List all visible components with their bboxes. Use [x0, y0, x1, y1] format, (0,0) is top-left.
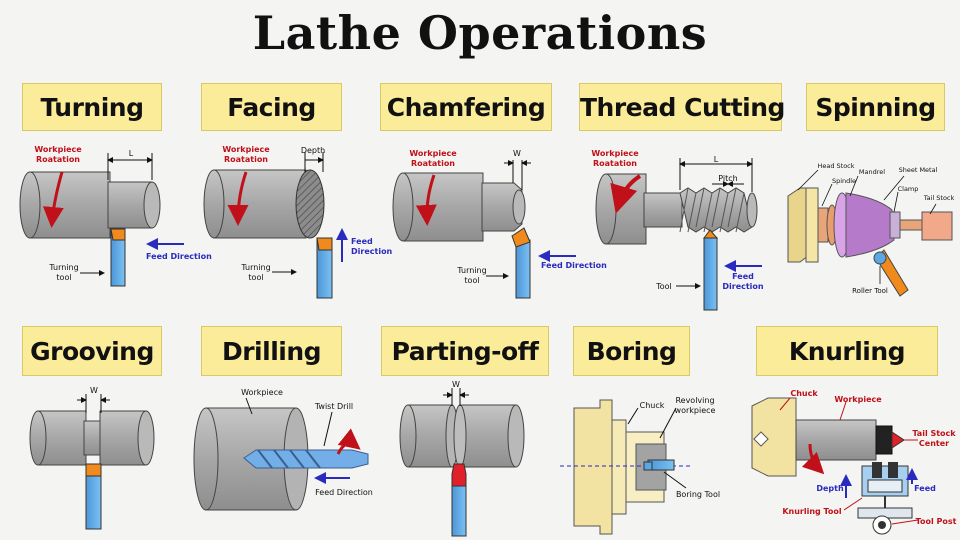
thread-rotation-label: Workpiece [591, 149, 639, 158]
groove [84, 421, 102, 455]
turning-rotation-label: Workpiece [34, 145, 82, 154]
knurling-workpiece-label: Workpiece [834, 395, 882, 404]
turning-length-label: L [129, 149, 134, 158]
drilling-feed-label: Feed Direction [315, 488, 373, 497]
grooving-width-label: W [90, 386, 98, 395]
facing-feed-label-2: Direction [351, 247, 393, 256]
spinning-head-stock-label: Head Stock [817, 162, 854, 170]
knurling-depth-label: Depth [816, 484, 844, 493]
knurling-tail-stock-label: Tail Stock [912, 429, 956, 438]
spinning-diagram: Head Stock Spindle Mandrel Sheet Metal C… [788, 162, 955, 296]
chamfering-rotation-label-2: Roatation [411, 159, 455, 168]
facing-tool-label: Turning [240, 263, 270, 272]
thread-rotation-label-2: Roatation [593, 159, 637, 168]
chamfering-diagram: Workpiece Roatation W Turning tool Feed … [393, 149, 607, 298]
turning-rotation-label-2: Roatation [36, 155, 80, 164]
tail-stock-center [892, 432, 904, 448]
chamfering-tool-label: Turning [456, 266, 486, 275]
clamp [890, 212, 900, 238]
facing-rotation-label: Workpiece [222, 145, 270, 154]
sheet-metal [846, 193, 894, 257]
facing-depth-label: Depth [301, 146, 325, 155]
thread-length-label: L [714, 155, 719, 164]
boring-revolving-label-2: workpiece [675, 406, 716, 415]
spinning-clamp-label: Clamp [898, 185, 919, 193]
turning-tool-label-2: tool [56, 273, 71, 282]
boring-tool-label: Boring Tool [676, 490, 720, 499]
knurling-feed-label: Feed [914, 484, 936, 493]
knurling-diagram: Chuck Workpiece Tail Stock Center Depth … [752, 389, 957, 534]
facing-rotation-label-2: Roatation [224, 155, 268, 164]
drilling-diagram: Workpiece Twist Drill Feed Direction [194, 388, 373, 510]
spinning-roller-label: Roller Tool [852, 287, 888, 295]
boring-chuck [574, 400, 612, 534]
boring-revolving-label: Revolving [675, 396, 714, 405]
turning-feed-label: Feed Direction [146, 252, 212, 261]
head-stock [788, 188, 808, 262]
drilling-drill-label: Twist Drill [314, 402, 353, 411]
knurling-tool-label: Knurling Tool [782, 507, 842, 516]
knurling-tail-stock-label-2: Center [919, 439, 949, 448]
facing-diagram: Workpiece Roatation Depth Turning tool F… [204, 145, 393, 298]
knurling-tool-post-label: Tool Post [916, 517, 957, 526]
spinning-spindle-label: Spindle [832, 177, 856, 185]
grooving-diagram: W [30, 386, 154, 529]
thread-feed-label-2: Direction [722, 282, 764, 291]
twist-drill [244, 450, 368, 468]
boring-diagram: Chuck Revolving workpiece Boring Tool [560, 396, 720, 534]
chamfering-tool-label-2: tool [464, 276, 479, 285]
chamfering-feed-label: Feed Direction [541, 261, 607, 270]
knurling-chuck-label: Chuck [790, 389, 818, 398]
thread-tool-label: Tool [655, 282, 672, 291]
chamfering-rotation-label: Workpiece [409, 149, 457, 158]
thread-profile [680, 188, 752, 232]
parting-width-label: W [452, 380, 460, 389]
turning-tool-label: Turning [48, 263, 78, 272]
drilling-workpiece-label: Workpiece [241, 388, 283, 397]
tail-stock [922, 212, 952, 240]
spinning-sheet-metal-label: Sheet Metal [899, 166, 938, 174]
thread-feed-label: Feed [732, 272, 754, 281]
turning-diagram: Workpiece Roatation L Turning tool Feed … [20, 145, 212, 286]
facing-feed-label: Feed [351, 237, 373, 246]
thread-pitch-label: Pitch [718, 174, 737, 183]
thread-cutting-diagram: Workpiece Roatation L Pitch Tool Feed Di… [591, 149, 764, 310]
knurling-workpiece [796, 420, 876, 460]
chamfering-width-label: W [513, 149, 521, 158]
thread-tool [704, 238, 717, 310]
parting-off-diagram: W [400, 380, 524, 536]
chamfering-tool [516, 240, 530, 298]
facing-tool-label-2: tool [248, 273, 263, 282]
spinning-mandrel-label: Mandrel [859, 168, 885, 176]
spinning-tail-stock-label: Tail Stock [923, 194, 955, 202]
boring-chuck-label: Chuck [640, 401, 665, 410]
